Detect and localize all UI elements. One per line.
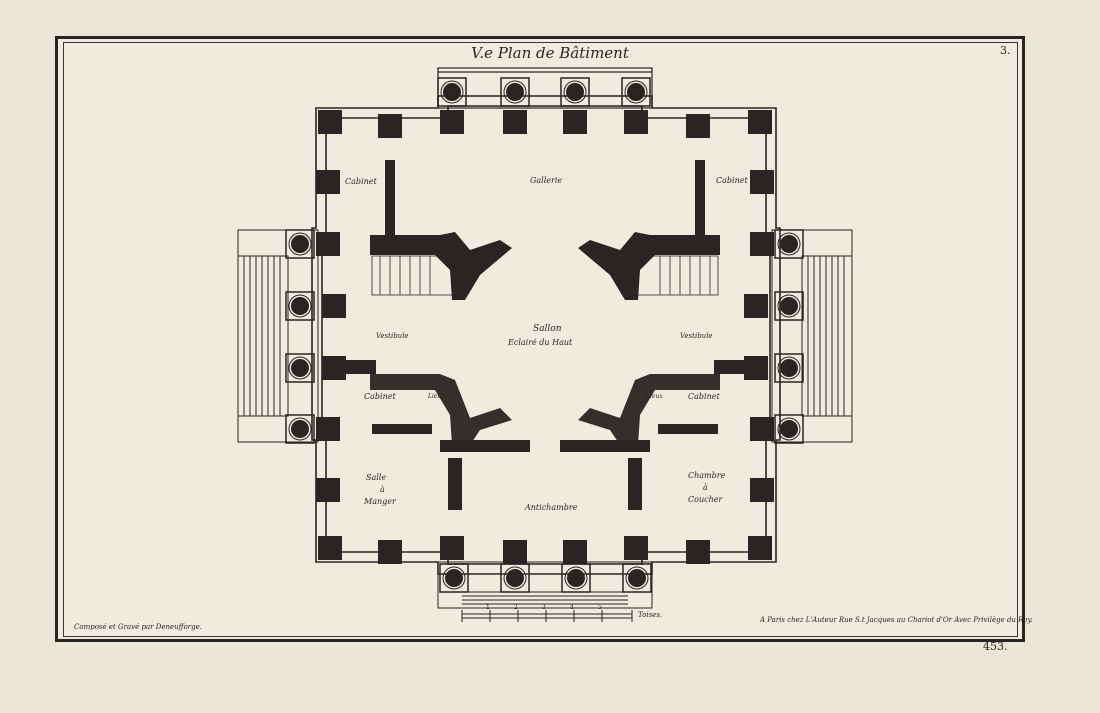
plate-border	[55, 36, 1025, 642]
room-lieux-w: Lieux	[427, 393, 445, 400]
east-steps	[771, 229, 853, 443]
interior-walls	[346, 160, 744, 510]
room-chambre-line3: Coucher	[688, 495, 723, 504]
room-salon: Sallon	[533, 324, 562, 334]
stairs	[371, 255, 719, 296]
south-steps	[437, 561, 653, 609]
room-salle-line1: Salle	[366, 473, 386, 482]
room-cabinet-nw: Cabinet	[345, 177, 377, 186]
scale-tick-1: 1	[486, 604, 490, 611]
room-cabinet-e: Cabinet	[688, 392, 720, 401]
scale-tick-3: 3	[542, 604, 546, 611]
room-salle-line2: à	[380, 485, 385, 494]
portico-columns	[285, 77, 804, 593]
north-terrace	[437, 67, 653, 109]
scale-tick-5: 5	[598, 604, 602, 611]
room-garderobe-e: Garderobe	[592, 443, 625, 450]
room-salon-subtitle: Eclairé du Haut	[507, 338, 573, 347]
scale-unit: Toises.	[638, 611, 663, 619]
room-vestibule-e: Vestibule	[680, 332, 713, 340]
lot-number: 453.	[983, 640, 1008, 653]
scale-tick-2: 2	[514, 604, 518, 611]
room-gallerie: Gallerie	[530, 176, 562, 185]
scale-tick-4: 4	[570, 604, 574, 611]
room-cabinet-ne: Cabinet	[716, 176, 748, 185]
publisher-credit: A Paris chez L'Auteur Rue S.t Jacques au…	[760, 616, 1033, 624]
engraver-credit: Composé et Gravé par Deneufforge.	[74, 623, 202, 631]
room-garderobe-w: Garderobe	[478, 443, 511, 450]
plan-title: V.e Plan de Bâtiment	[471, 44, 629, 62]
scale-bar	[461, 610, 633, 622]
room-chambre-line1: Chambre	[688, 471, 726, 480]
room-vestibule-w: Vestibule	[376, 332, 409, 340]
room-lieux-e: Lieux	[645, 393, 663, 400]
room-salle-line3: Manger	[363, 497, 397, 506]
west-steps	[237, 229, 319, 443]
plate-inner-border	[63, 42, 1018, 637]
room-cabinet-w: Cabinet	[364, 392, 396, 401]
plate-number: 3.	[1000, 44, 1011, 57]
room-antichambre: Antichambre	[524, 503, 578, 512]
room-chambre-line2: à	[703, 483, 708, 492]
